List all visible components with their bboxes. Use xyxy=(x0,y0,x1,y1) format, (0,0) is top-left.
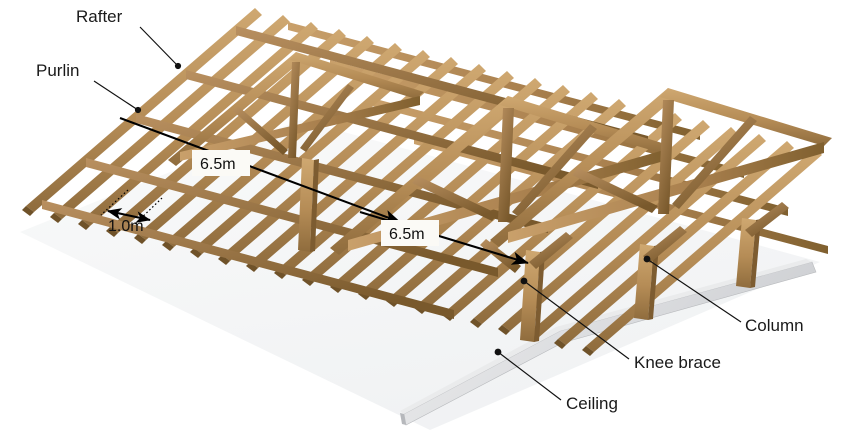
dimension-value-upper: 6.5m xyxy=(200,156,236,173)
leader-line-column xyxy=(646,258,742,323)
truss-far xyxy=(168,52,424,166)
dimension-line-upper xyxy=(119,117,401,223)
leader-dot-purlin xyxy=(134,106,142,114)
knee-brace-member xyxy=(529,232,573,269)
dimension-value-spacing: 1.0m xyxy=(108,218,144,235)
callouts: Rafter Purlin Knee brace Column Ceiling xyxy=(36,7,804,413)
leader-dot-knee-brace xyxy=(520,277,528,285)
column-post-mid xyxy=(634,244,654,320)
truss-near xyxy=(490,88,832,320)
leader-dot-ceiling xyxy=(494,348,502,356)
label-knee-brace: Knee brace xyxy=(634,353,721,372)
ceiling-slab xyxy=(400,259,817,426)
leader-dot-rafter xyxy=(174,62,182,70)
leader-line-purlin xyxy=(93,80,139,111)
callout-column: Column xyxy=(643,255,804,335)
dimension-span-lower: 6.5m xyxy=(359,210,529,265)
dimension-span-upper: 6.5m xyxy=(119,117,401,223)
dimension-purlin-spacing: 1.0m xyxy=(100,189,163,235)
callout-rafter: Rafter xyxy=(76,7,182,70)
callout-knee-brace: Knee brace xyxy=(520,277,721,372)
dimension-value-lower: 6.5m xyxy=(389,226,425,243)
callout-ceiling: Ceiling xyxy=(494,348,618,413)
dimension-label-box-upper xyxy=(192,150,250,176)
callout-purlin: Purlin xyxy=(36,61,142,114)
column-post-far xyxy=(298,158,319,252)
column-post-left xyxy=(520,250,540,342)
leader-line-rafter xyxy=(139,26,179,67)
dimension-line-spacing xyxy=(106,208,151,223)
label-column: Column xyxy=(745,316,804,335)
leader-line-knee-brace xyxy=(523,280,630,360)
label-purlin: Purlin xyxy=(36,61,79,80)
leader-line-ceiling xyxy=(497,351,562,401)
label-rafter: Rafter xyxy=(76,7,123,26)
label-ceiling: Ceiling xyxy=(566,394,618,413)
leader-dot-column xyxy=(643,255,651,263)
dimension-label-box-lower xyxy=(381,220,439,246)
